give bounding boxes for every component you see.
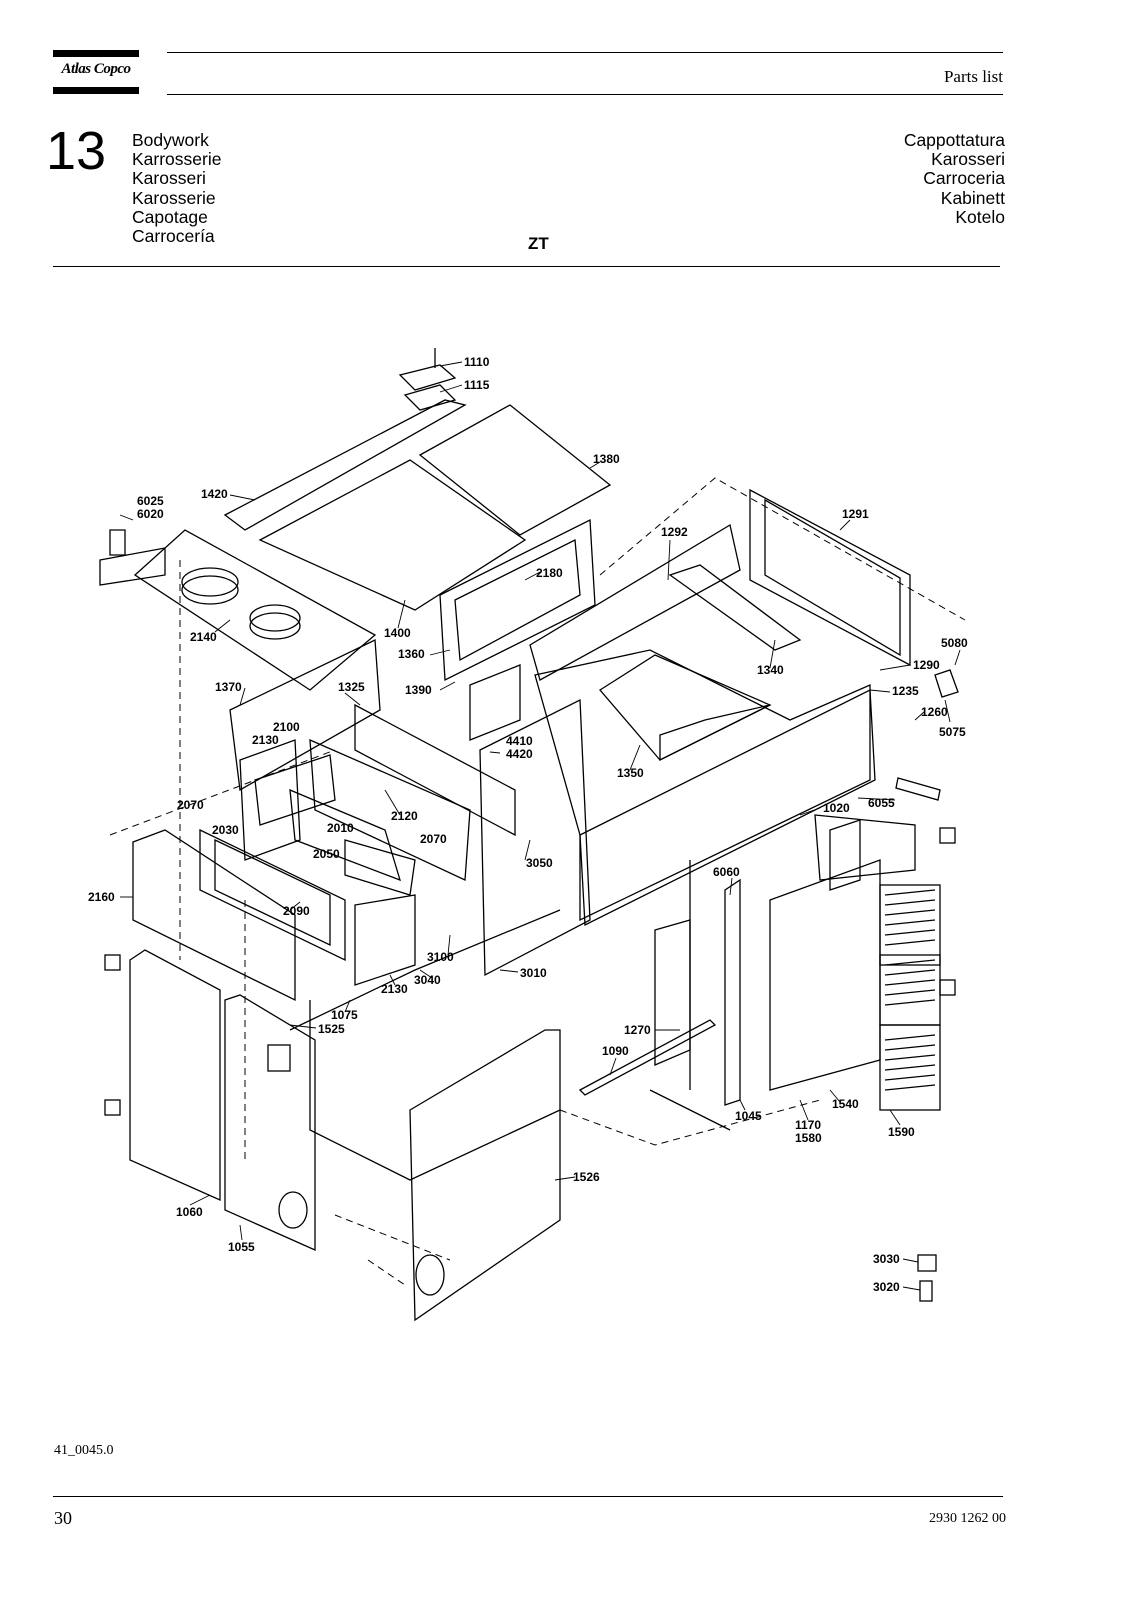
logo-bar-top [53,50,139,57]
atlas-copco-logo: Atlas Copco [53,50,139,94]
callout-3020: 3020 [873,1280,900,1294]
callout-1260: 1260 [921,705,948,719]
section-names-right: Cappottatura Karosseri Carroceria Kabine… [903,130,1005,227]
callout-3050: 3050 [526,856,553,870]
figure-reference: 41_0045.0 [54,1443,114,1458]
section-name: Kotelo [955,206,1005,227]
callout-1360: 1360 [398,647,425,661]
callout-1350: 1350 [617,766,644,780]
callout-5080: 5080 [941,636,968,650]
callout-1020: 1020 [823,801,850,815]
callout-2180: 2180 [536,566,563,580]
callout-1340: 1340 [757,663,784,677]
model-label: ZT [528,234,549,253]
callout-1060: 1060 [176,1205,203,1219]
roof-plate-2140 [133,529,377,691]
callout-2030: 2030 [212,823,239,837]
main-body-box [469,649,876,927]
section-name: Karosseri [931,149,1005,170]
door-panels [129,949,561,1322]
callout-1115: 1115 [464,378,490,392]
callout-4420: 4420 [506,747,533,761]
callout-1420: 1420 [201,487,228,501]
callout-2010: 2010 [327,821,354,835]
callout-1045: 1045 [735,1109,762,1123]
callout-4410: 4410 [506,734,533,748]
right-side-assembly [769,669,959,1111]
callout-3010: 3010 [520,966,547,980]
callout-1525: 1525 [318,1022,345,1036]
top-cover-plates [223,348,612,611]
part-callouts: 1110 1115 1380 1420 6025 6020 1292 1291 … [88,355,968,1294]
callout-1580: 1580 [795,1131,822,1145]
inner-side-panels [199,638,591,986]
callout-6060: 6060 [713,865,740,879]
section-name: Carrocería [132,226,215,247]
callout-1540: 1540 [832,1097,859,1111]
callout-3030: 3030 [873,1252,900,1266]
callout-2070: 2070 [177,798,204,812]
section-name: Bodywork [132,130,209,150]
section-name: Capotage [132,206,208,227]
callout-2140: 2140 [190,630,217,644]
callout-2050: 2050 [313,847,340,861]
document-type: Parts list [943,67,1003,86]
exploded-parts-diagram: 1110 1115 1380 1420 6025 6020 1292 1291 … [80,340,1040,1350]
callout-1526: 1526 [573,1170,600,1184]
callout-1400: 1400 [384,626,411,640]
section-rule [53,266,1000,267]
section-name: Kabinett [940,187,1005,208]
callout-1055: 1055 [228,1240,255,1254]
callout-1590: 1590 [888,1125,915,1139]
callout-1380: 1380 [593,452,620,466]
dashed-frame-lines [109,477,966,1286]
callout-2130: 2130 [252,733,279,747]
callout-1235: 1235 [892,684,919,698]
callout-1290: 1290 [913,658,940,672]
label-sheets [99,529,166,586]
callout-1090: 1090 [602,1044,629,1058]
callout-2120: 2120 [391,809,418,823]
header-rule-top [167,52,1003,53]
callout-2090: 2090 [283,904,310,918]
section-name: Karosserie [132,187,216,208]
callout-1370: 1370 [215,680,242,694]
page-number: 30 [54,1508,72,1528]
section-name: Cappottatura [903,130,1005,150]
callout-3040: 3040 [414,973,441,987]
callout-5075: 5075 [939,725,966,739]
callout-2130-b: 2130 [381,982,408,996]
logo-wordmark: Atlas Copco [61,61,131,77]
callout-6025: 6025 [137,494,164,508]
callout-1270: 1270 [624,1023,651,1037]
callout-1292: 1292 [661,525,688,539]
logo-bar-bottom [53,87,139,94]
header-rule-bottom [167,94,1003,95]
section-names-left: Bodywork Karrosserie Karosseri Karosseri… [132,130,222,247]
callout-1075: 1075 [331,1008,358,1022]
callout-1291: 1291 [842,507,869,521]
callout-2100: 2100 [273,720,300,734]
section-number: 13 [46,121,107,181]
section-name: Karrosserie [132,149,222,170]
footer-rule [53,1496,1003,1497]
callout-2160: 2160 [88,890,115,904]
section-name: Karosseri [132,168,206,189]
hinges [104,827,956,1302]
document-number: 2930 1262 00 [929,1511,1006,1526]
callout-1170: 1170 [795,1118,821,1132]
callout-1325: 1325 [338,680,365,694]
callout-1390: 1390 [405,683,432,697]
section-name: Carroceria [923,168,1005,189]
rear-frame-panels [439,488,911,682]
callout-2070-b: 2070 [420,832,447,846]
callout-3100: 3100 [427,950,454,964]
callout-6055: 6055 [868,796,895,810]
callout-1110: 1110 [464,355,490,369]
front-panel-2160 [132,829,296,1002]
leader-lines [119,361,961,1291]
callout-6020: 6020 [137,507,164,521]
